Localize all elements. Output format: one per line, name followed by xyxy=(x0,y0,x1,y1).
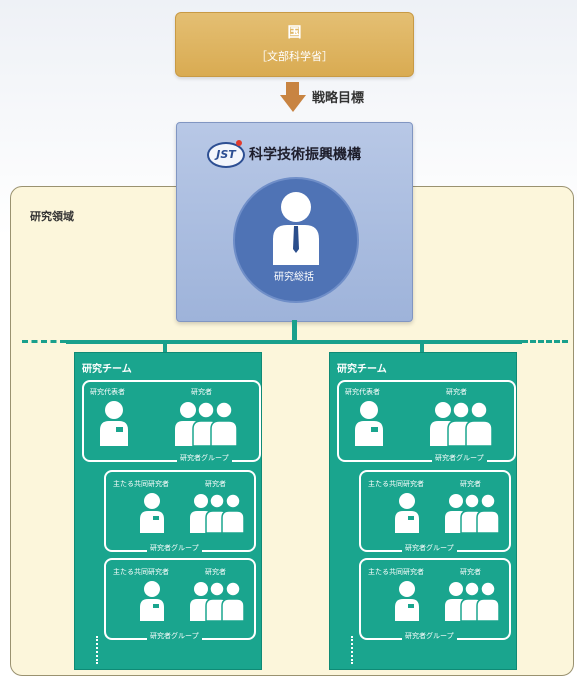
main-group-frame xyxy=(337,380,516,462)
down-arrow-head-icon xyxy=(280,95,306,112)
more-groups-dots xyxy=(96,636,100,664)
director-circle xyxy=(233,177,359,303)
person-icon xyxy=(140,493,164,533)
co-researcher-label: 主たる共同研究者 xyxy=(368,480,424,488)
team-drop-line-1 xyxy=(163,340,167,354)
researchers-group-icon xyxy=(175,401,237,446)
strategy-label: 戦略目標 xyxy=(312,91,365,106)
jst-logo-icon: JST xyxy=(207,142,245,168)
researchers-group-icon xyxy=(190,493,244,533)
sub-group-label: 研究者グループ xyxy=(402,543,457,553)
main-group-label: 研究者グループ xyxy=(177,453,232,463)
jst-name: 科学技術振興機構 xyxy=(249,147,361,163)
team-drop-line-2 xyxy=(420,340,424,354)
sub-group-label: 研究者グループ xyxy=(402,631,457,641)
ministry-name: ［文部科学省］ xyxy=(256,50,333,63)
researcher-label: 研究者 xyxy=(460,568,481,576)
researcher-label: 研究者 xyxy=(205,568,226,576)
director-person-icon xyxy=(273,192,319,265)
country-box: 国 ［文部科学省］ xyxy=(175,12,414,77)
more-groups-dots xyxy=(351,636,355,664)
researchers-group-icon xyxy=(430,401,492,446)
jst-logo-dot xyxy=(236,140,242,146)
dashed-extension-left xyxy=(22,340,66,343)
researcher-label: 研究者 xyxy=(460,480,481,488)
team-connector-line xyxy=(66,340,522,344)
person-icon xyxy=(395,493,419,533)
team-title: 研究チーム xyxy=(82,364,132,375)
co-researcher-label: 主たる共同研究者 xyxy=(368,568,424,576)
person-icon xyxy=(355,401,383,446)
country-name: 国 xyxy=(287,25,302,41)
jst-connector-line xyxy=(292,320,297,342)
main-group-label: 研究者グループ xyxy=(432,453,487,463)
researcher-label: 研究者 xyxy=(191,388,212,396)
person-icon xyxy=(100,401,128,446)
director-label: 研究総括 xyxy=(274,272,314,283)
down-arrow-icon xyxy=(286,82,299,96)
person-icon xyxy=(140,581,164,621)
dashed-extension-right xyxy=(522,340,568,343)
researcher-label: 研究者 xyxy=(205,480,226,488)
co-researcher-label: 主たる共同研究者 xyxy=(113,480,169,488)
team-title: 研究チーム xyxy=(337,364,387,375)
co-researcher-label: 主たる共同研究者 xyxy=(113,568,169,576)
sub-group-label: 研究者グループ xyxy=(147,543,202,553)
researchers-group-icon xyxy=(445,493,499,533)
representative-label: 研究代表者 xyxy=(90,388,125,396)
sub-group-label: 研究者グループ xyxy=(147,631,202,641)
researcher-label: 研究者 xyxy=(446,388,467,396)
researchers-group-icon xyxy=(190,581,244,621)
representative-label: 研究代表者 xyxy=(345,388,380,396)
research-area-label: 研究領域 xyxy=(30,210,74,223)
person-icon xyxy=(395,581,419,621)
researchers-group-icon xyxy=(445,581,499,621)
main-group-frame xyxy=(82,380,261,462)
